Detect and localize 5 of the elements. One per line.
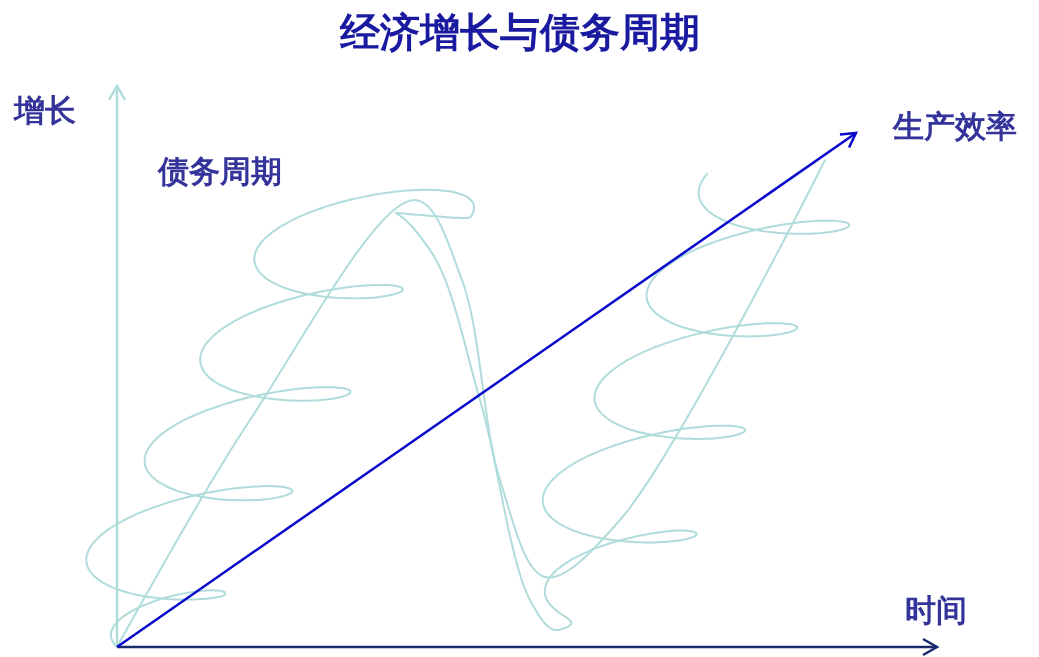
trend-label: 生产效率 <box>893 108 1017 146</box>
title: 经济增长与债务周期 <box>338 8 701 56</box>
y-axis-label: 增长 <box>14 92 76 130</box>
x-axis-label: 时间 <box>905 592 967 630</box>
curve-label: 债务周期 <box>158 153 282 191</box>
